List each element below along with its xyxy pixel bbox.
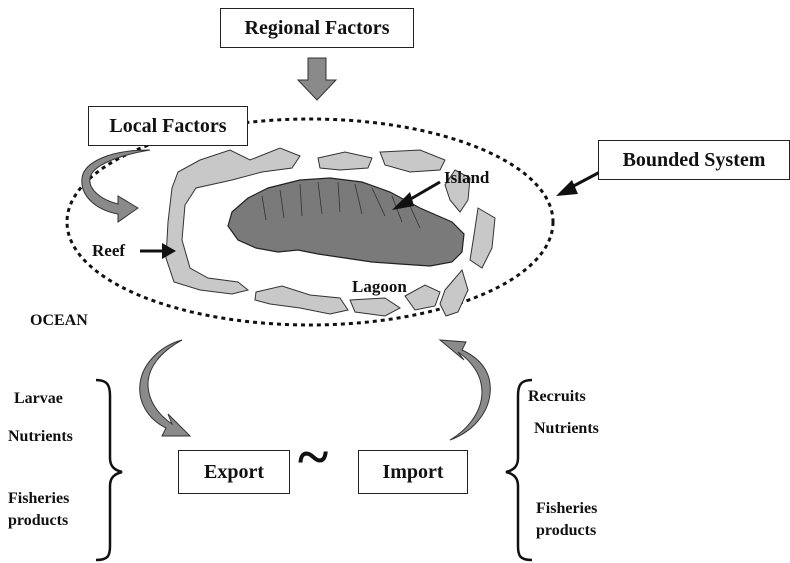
export-item-larvae: Larvae <box>14 390 63 407</box>
tilde-symbol: ~ <box>298 424 329 489</box>
export-box: Export <box>178 450 290 494</box>
bounded-pointer-arrow <box>556 170 601 196</box>
local-factors-curved-arrow <box>81 149 151 223</box>
regional-down-arrow <box>296 57 338 101</box>
import-box: Import <box>358 450 468 494</box>
export-item-fisheries: Fisheries <box>8 490 70 507</box>
reef-segments <box>165 147 496 317</box>
export-item-products: products <box>8 512 69 529</box>
export-curved-arrow <box>139 339 192 437</box>
reef-pointer-arrow <box>140 243 176 259</box>
ocean-label: OCEAN <box>30 312 88 329</box>
reef-label: Reef <box>92 241 126 260</box>
island-label: Island <box>444 168 490 187</box>
island-shape <box>227 177 465 267</box>
import-curved-arrow <box>438 339 491 441</box>
bounded-system-ellipse <box>65 117 555 327</box>
bounded-system-box: Bounded System <box>598 140 790 180</box>
local-factors-box: Local Factors <box>88 106 248 146</box>
import-item-nutrients: Nutrients <box>534 420 599 437</box>
import-item-recruits: Recruits <box>528 388 586 405</box>
export-brace <box>95 378 123 562</box>
import-item-products: products <box>536 522 597 539</box>
import-item-fisheries: Fisheries <box>536 500 598 517</box>
island-pointer-arrow <box>392 180 441 210</box>
lagoon-label: Lagoon <box>352 277 407 296</box>
regional-factors-box: Regional Factors <box>220 8 414 48</box>
import-brace <box>505 378 533 562</box>
export-item-nutrients: Nutrients <box>8 428 73 445</box>
